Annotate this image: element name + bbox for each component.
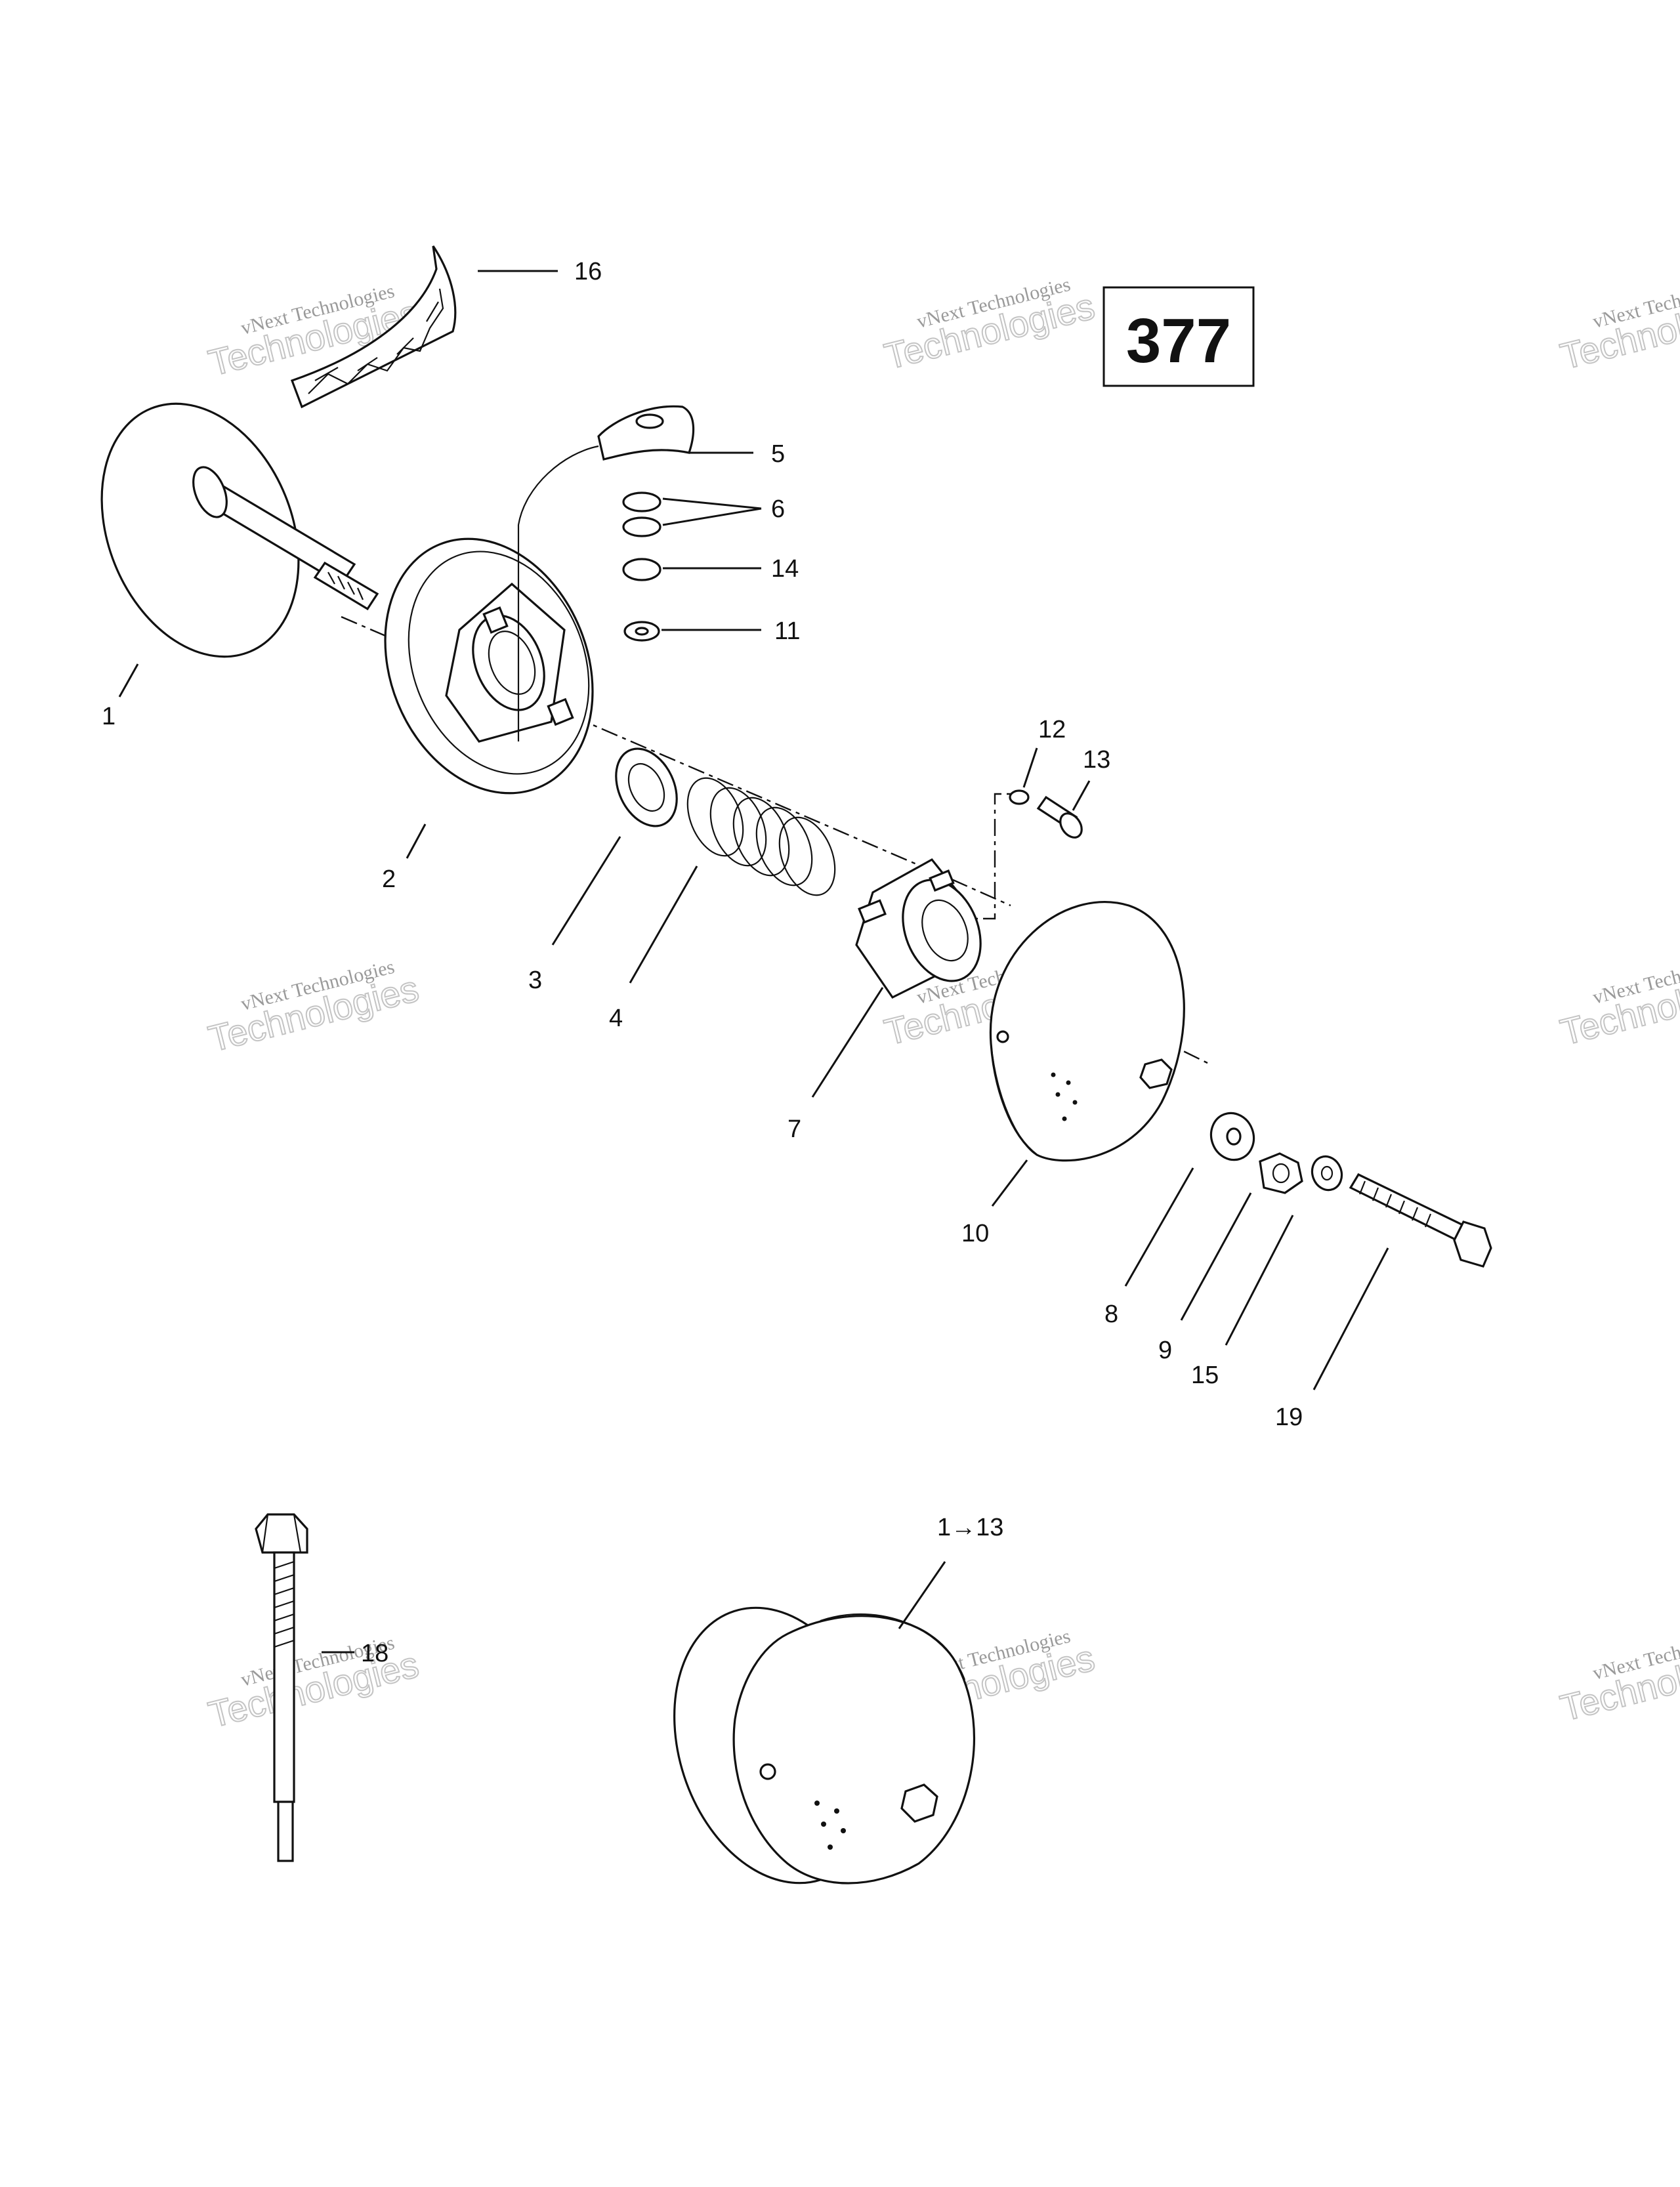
leader-6b: [662, 507, 762, 526]
leader-12: [1022, 747, 1038, 788]
leader-1: [118, 663, 139, 698]
callout-8: 8: [1104, 1301, 1118, 1328]
leader-7: [811, 987, 884, 1098]
callout-16: 16: [574, 258, 602, 285]
diagram-number-badge: 377: [1102, 286, 1255, 387]
sliding-sheave: [384, 537, 594, 795]
watermark: vNext Technologies Technologies: [1556, 949, 1680, 1054]
callout-3: 3: [528, 967, 542, 994]
callout-9: 9: [1158, 1337, 1172, 1364]
cover: [989, 901, 1185, 1162]
callout-19: 19: [1275, 1404, 1303, 1431]
leader-assembly: [898, 1561, 946, 1629]
flat-washer: [1209, 1112, 1255, 1161]
leader-4: [629, 865, 698, 984]
callout-11: 11: [774, 617, 800, 645]
spring-seat: [615, 747, 678, 827]
callout-15: 15: [1191, 1362, 1219, 1389]
bolt: [1349, 1173, 1492, 1268]
callout-10: 10: [961, 1220, 989, 1247]
ramp-slider: [517, 405, 695, 741]
leader-lines: [118, 270, 1389, 1654]
leader-3: [551, 836, 621, 946]
fixed-sheave: [100, 402, 379, 658]
hub: [855, 858, 982, 999]
leader-10: [991, 1159, 1028, 1207]
drive-pulley-assembly: [673, 1606, 975, 1885]
watermark: vNext Technologies Technologies: [1556, 1625, 1680, 1730]
leader-6a: [662, 497, 762, 510]
leader-13: [1072, 780, 1091, 811]
callout-14: 14: [771, 555, 799, 583]
watermark: vNext Technologies Technologies: [204, 956, 423, 1060]
shim-washer: [622, 491, 662, 512]
callout-labels: 16 5 6 14 11 1 2 12 13 3 4 7 10 8 9 15 1…: [102, 258, 1303, 1667]
long-bolt: [255, 1513, 308, 1862]
cap: [622, 558, 662, 581]
watermark: vNext Technologies Technologies: [880, 274, 1099, 378]
lock-washer: [1009, 789, 1030, 805]
screw-axis: [952, 793, 1011, 920]
center-axis-extension: [951, 878, 1011, 907]
callout-6: 6: [771, 495, 785, 523]
leader-15: [1225, 1215, 1294, 1346]
callout-12: 12: [1038, 716, 1066, 743]
leader-8: [1124, 1167, 1194, 1287]
callout-5: 5: [771, 440, 785, 468]
shim-washer: [622, 516, 662, 537]
watermark: vNext Technologies Technologies: [204, 1632, 423, 1736]
drive-belt: [290, 245, 457, 409]
small-washer-hole: [635, 627, 649, 636]
leader-19: [1312, 1247, 1389, 1390]
callout-18: 18: [361, 1640, 388, 1667]
lock-washer-large: [1311, 1155, 1343, 1192]
socket-screw: [1036, 795, 1083, 839]
hex-nut: [1259, 1152, 1303, 1194]
spring: [686, 777, 836, 896]
callout-4: 4: [609, 1005, 623, 1032]
leader-2: [406, 823, 427, 859]
badge-box: [1102, 286, 1255, 387]
watermark: vNext Technologies Technologies: [1556, 274, 1680, 378]
callout-13: 13: [1083, 746, 1110, 774]
callout-7: 7: [788, 1115, 801, 1143]
diagram-number: 377: [1126, 306, 1231, 376]
callout-1: 1: [102, 703, 116, 730]
callout-assembly: 1→13: [937, 1514, 1003, 1541]
leader-9: [1180, 1192, 1252, 1321]
callout-2: 2: [382, 865, 396, 893]
